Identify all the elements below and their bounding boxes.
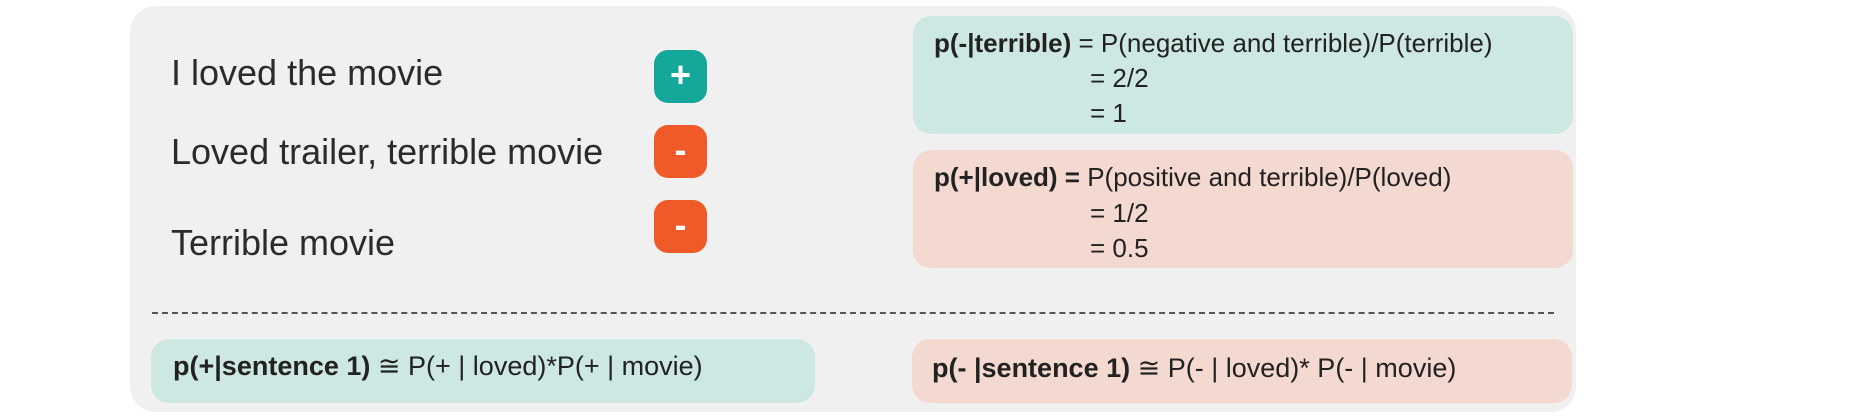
sentence-negative-equation: p(- |sentence 1) ≅ P(- | loved)* P(- | m… (932, 353, 1456, 384)
sentence-negative-lhs: p(- |sentence 1) (932, 353, 1131, 383)
sentence-negative-box (912, 339, 1572, 403)
negative-badge: - (654, 125, 707, 178)
prob-lhs: p(-|terrible) (934, 28, 1072, 58)
prob-result-eq: = (1090, 233, 1106, 263)
prob-positive-loved-equation: p(+|loved) = P(positive and terrible)/P(… (934, 162, 1451, 193)
prob-rhs: P(positive and terrible)/P(loved) (1087, 162, 1452, 192)
sentence-negative-rhs: ≅ P(- | loved)* P(- | movie) (1137, 353, 1457, 383)
prob-rhs: = P(negative and terrible)/P(terrible) (1078, 28, 1493, 58)
sentence-1: I loved the movie (171, 52, 444, 93)
prob-positive-loved-box (913, 150, 1573, 268)
sentence-2: Loved trailer, terrible movie (171, 131, 604, 172)
sentence-positive-rhs: ≅ P(+ | loved)*P(+ | movie) (377, 351, 703, 381)
prob-negative-terrible-box (913, 16, 1573, 134)
sentence-positive-lhs: p(+|sentence 1) (173, 351, 371, 381)
prob-result-value: 0.5 (1112, 233, 1149, 263)
negative-badge: - (654, 200, 707, 253)
dashed-divider (152, 312, 1554, 314)
prob-result: = 1 (1090, 98, 1127, 128)
positive-badge: + (654, 50, 707, 103)
prob-negative-terrible-equation: p(-|terrible) = P(negative and terrible)… (934, 28, 1493, 59)
sentence-positive-box (151, 339, 815, 403)
prob-step-2: = 2/2 (1090, 63, 1149, 93)
sentence-positive-equation: p(+|sentence 1) ≅ P(+ | loved)*P(+ | mov… (173, 351, 703, 382)
sentence-3: Terrible movie (171, 222, 396, 263)
prob-result: = 0.5 (1090, 233, 1149, 264)
prob-lhs: p(+|loved) = (934, 162, 1080, 192)
prob-step-2: = 1/2 (1090, 198, 1149, 228)
